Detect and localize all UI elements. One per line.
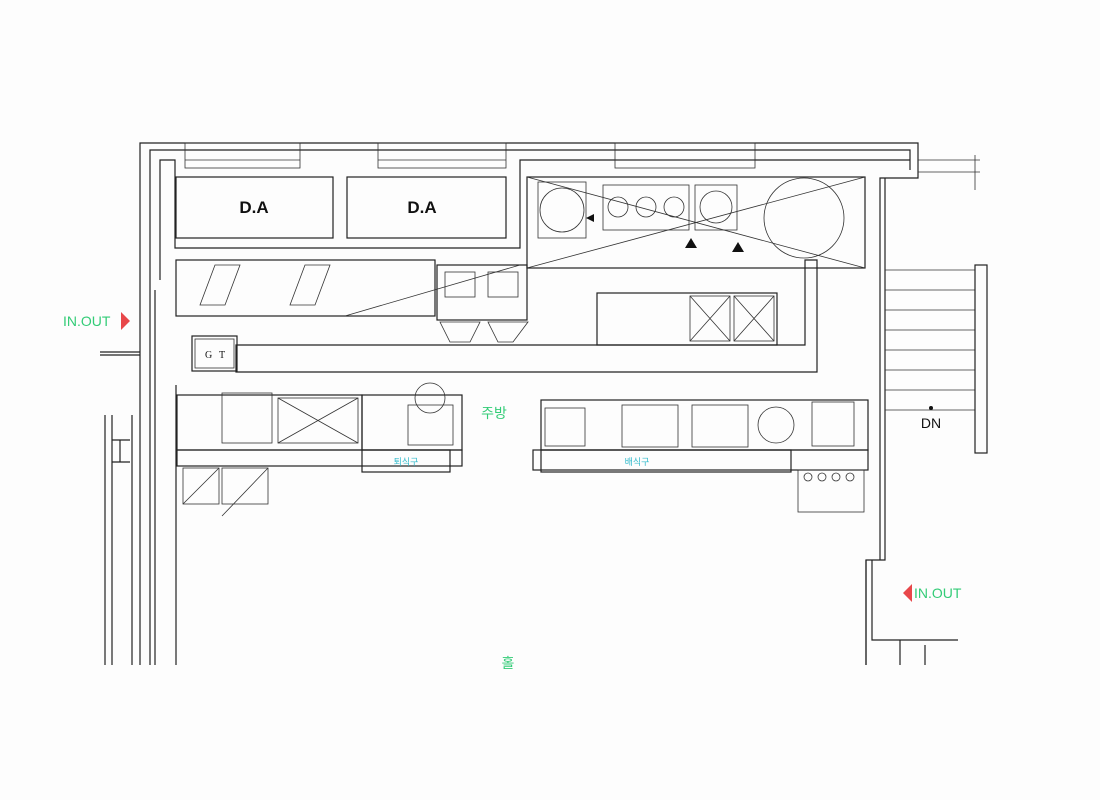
entrance-left-label: IN.OUT [63,313,111,329]
arrow-right-icon [121,312,130,330]
entrance-left[interactable]: IN.OUT [63,312,130,330]
walls [139,142,980,665]
grease-trap-t: T [219,350,225,361]
cooking-line [526,176,866,269]
da-label: D.A [407,198,436,217]
burner-icon [699,190,733,224]
grease-trap-g: G [205,350,212,361]
duct-area-right: D.A [346,176,507,239]
windows [184,142,756,169]
burner-icon [663,196,685,218]
stairs-down-label: DN [921,415,941,431]
prep-counter [175,259,529,343]
stairs: DN [885,264,988,454]
serving-label: 배식구 [625,457,650,468]
kettle-icon [763,177,845,259]
entrance-right-label: IN.OUT [914,585,962,601]
burner-icon [607,196,629,218]
entrance-right[interactable]: IN.OUT [903,584,962,602]
island-table [596,292,778,346]
hall-label: 홀 [502,655,515,671]
l-counter [235,259,818,373]
duct-area-left: D.A [175,176,334,239]
grease-trap: G T [191,335,238,372]
kitchen-label: 주방 [481,405,507,421]
da-label: D.A [239,198,268,217]
dish-return-counter: 퇴식구 [176,382,463,517]
serving-counter: 배식구 [532,399,869,513]
burner-icon [635,196,657,218]
dish-return-label: 퇴식구 [394,457,419,468]
exterior-left [100,351,140,665]
arrow-left-icon [903,584,912,602]
